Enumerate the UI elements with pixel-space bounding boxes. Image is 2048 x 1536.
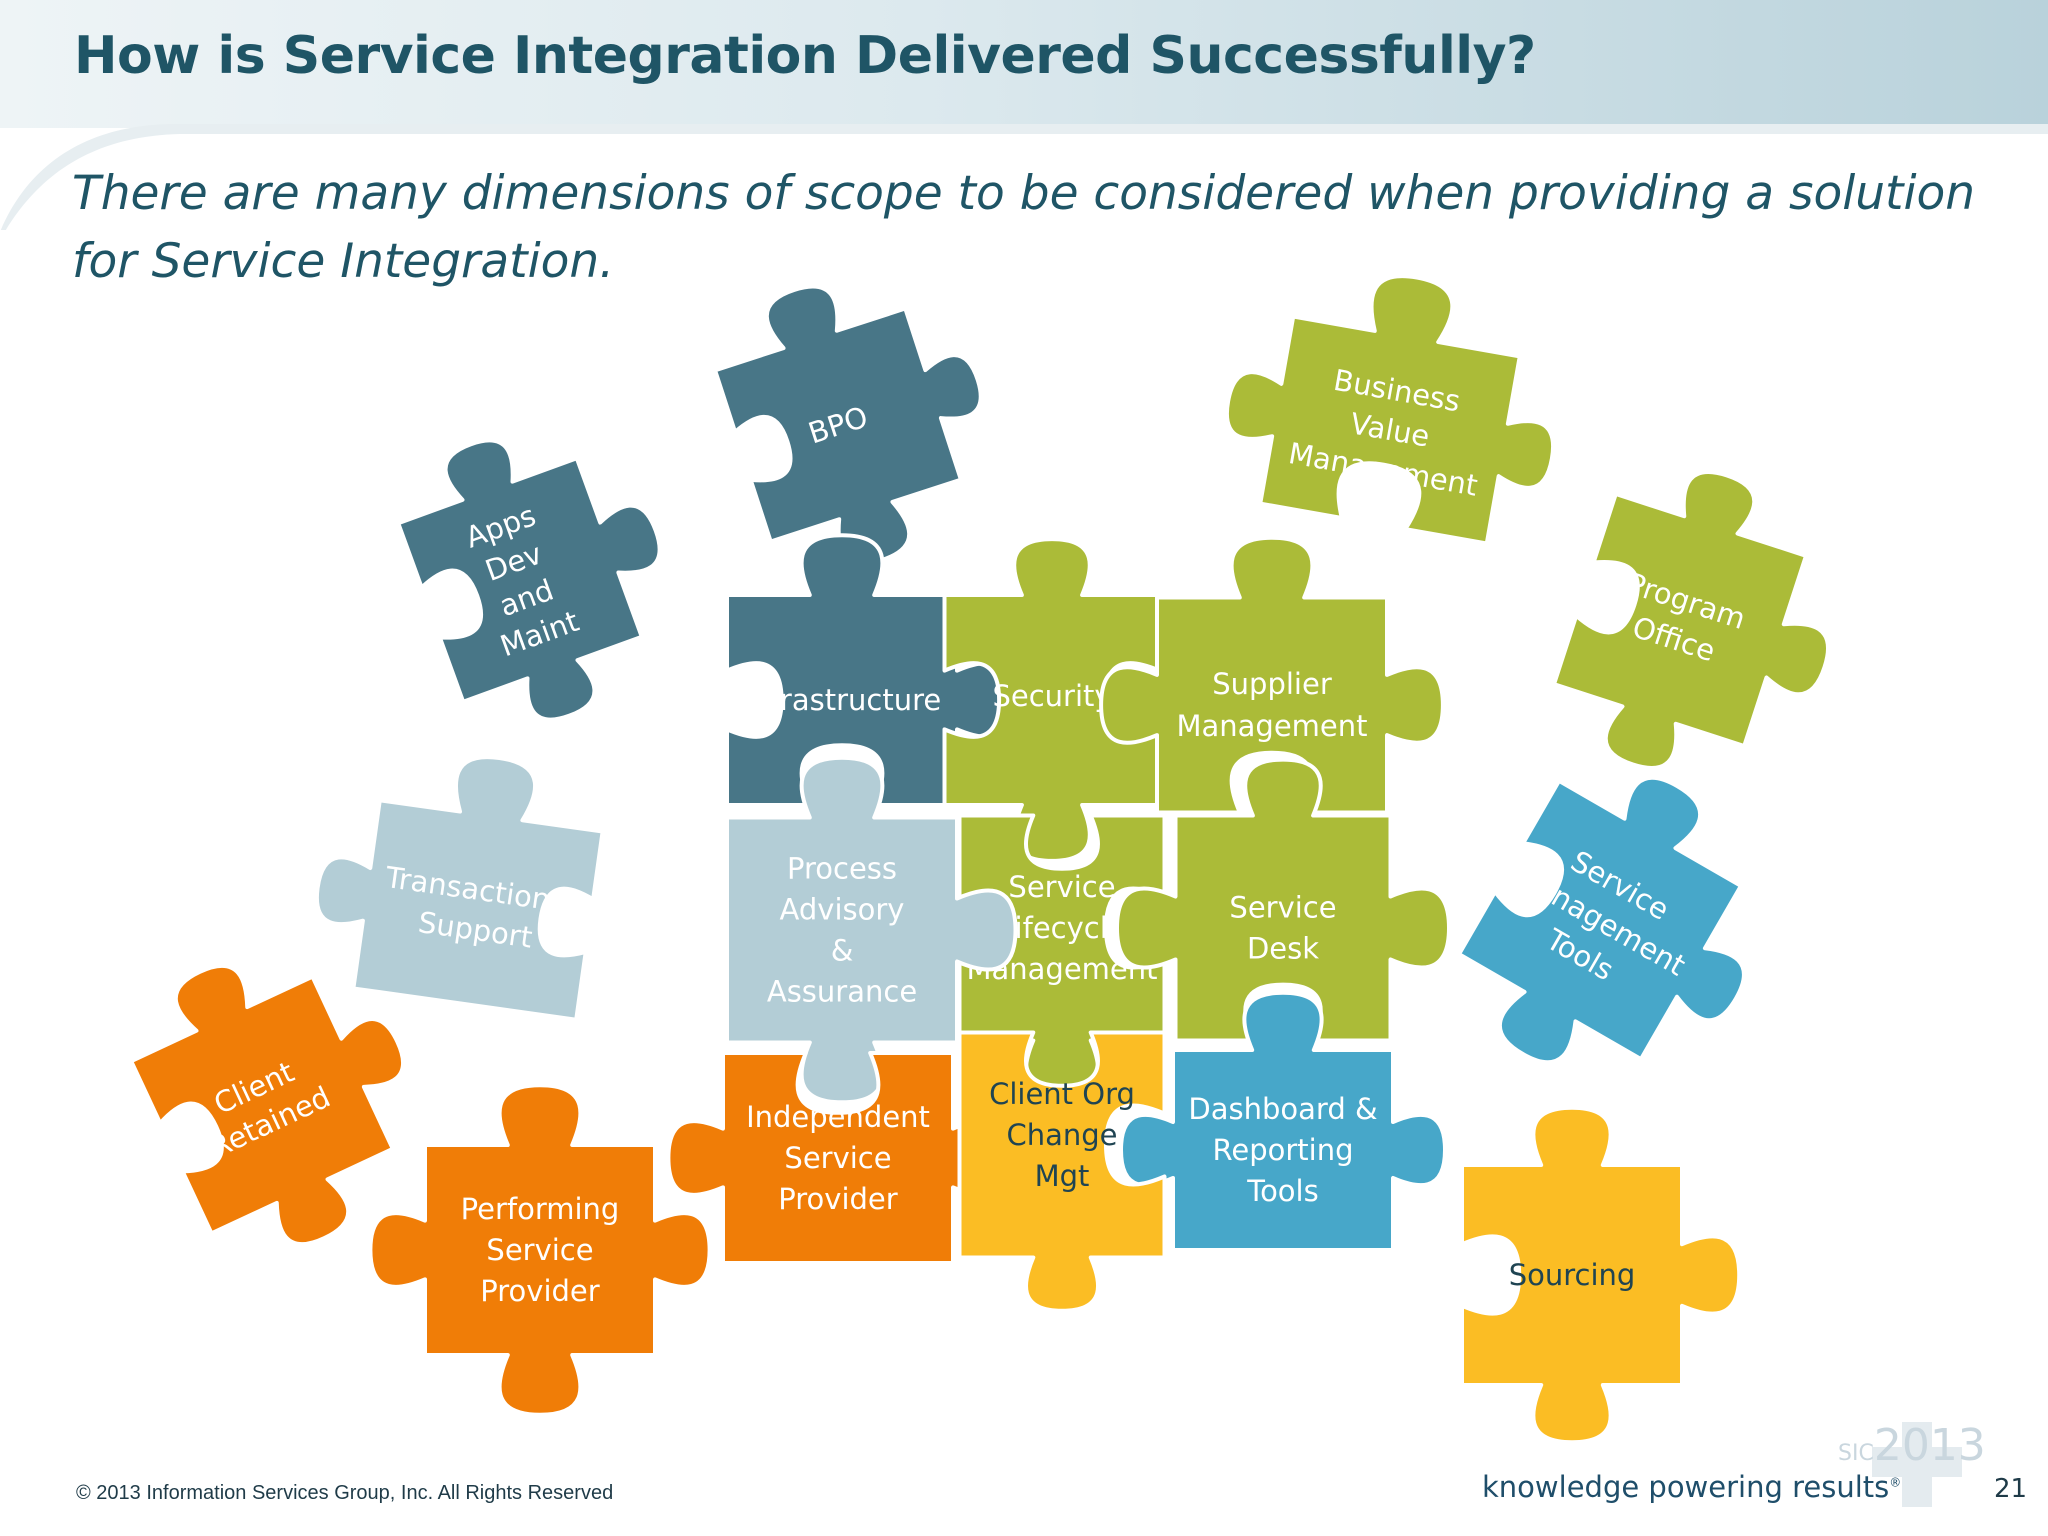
puzzle-label-line: Service — [1229, 891, 1336, 925]
sic-logo-year: 2013 — [1873, 1420, 1986, 1471]
puzzle-shape-client-org-change-mgt — [957, 1030, 1167, 1313]
puzzle-label-line: Lifecycle — [998, 911, 1125, 945]
puzzle-label-line: Independent — [746, 1100, 930, 1134]
puzzle-shape-program-office — [1551, 470, 1830, 770]
puzzle-label-line: Client Org — [989, 1077, 1135, 1111]
puzzle-piece-transactional-support: TransactionalSupport — [314, 755, 605, 1022]
puzzle-shape-service-desk — [1115, 757, 1451, 1043]
puzzle-shape-bpo — [713, 284, 983, 566]
puzzle-piece-service-management-tools: ServiceManagementTools — [1457, 775, 1746, 1065]
slide-title: How is Service Integration Delivered Suc… — [74, 26, 1536, 86]
puzzle-shape-dashboard-reporting-tools — [1119, 990, 1447, 1252]
puzzle-label-line: Process — [787, 852, 897, 886]
puzzle-piece-program-office: ProgramOffice — [1551, 470, 1830, 770]
puzzle-piece-client-retained: ClientRetained — [129, 963, 406, 1247]
puzzle-piece-bpo: BPO — [713, 284, 983, 566]
puzzle-label-security: Security — [992, 679, 1111, 713]
puzzle-label-line: Assurance — [767, 975, 917, 1009]
puzzle-shape-performing-service-provider — [368, 1083, 712, 1417]
footer-tagline: knowledge powering results® — [1482, 1470, 1901, 1504]
header-band — [0, 0, 2048, 128]
puzzle-label-line: Mgt — [1035, 1159, 1090, 1193]
puzzle-shape-process-advisory-assurance — [725, 755, 1018, 1105]
tagline-registered-mark: ® — [1889, 1475, 1902, 1490]
page-number: 21 — [1994, 1474, 2028, 1504]
puzzle-shape-sourcing — [1460, 1105, 1742, 1445]
puzzle-piece-infrastructure: Infrastructure — [725, 533, 1014, 807]
puzzle-label-line: Provider — [778, 1182, 897, 1216]
slide-subtitle: There are many dimensions of scope to be… — [72, 166, 1976, 289]
puzzle-label-line: Desk — [1247, 932, 1319, 966]
sic-logo-text: SIC — [1838, 1441, 1874, 1466]
puzzle-piece-security: Security — [942, 537, 1162, 863]
puzzle-shape-transactional-support — [314, 755, 605, 1022]
puzzle-piece-sourcing: Sourcing — [1460, 1105, 1742, 1445]
puzzle-label-line: Infrastructure — [743, 683, 941, 717]
sic-2013-logo: SIC2013 — [1838, 1420, 1986, 1471]
puzzle-label-line: Dashboard & — [1188, 1092, 1377, 1126]
puzzle-piece-business-value-management: BusinessValueManagement — [1224, 274, 1556, 546]
puzzle-shape-business-value-management — [1224, 274, 1556, 546]
copyright-text: © 2013 Information Services Group, Inc. … — [76, 1482, 614, 1504]
puzzle-shape-supplier-management — [1099, 535, 1445, 815]
puzzle-label-line: Change — [1006, 1118, 1117, 1152]
puzzle-shape-apps-dev-maint — [396, 438, 662, 722]
puzzle-label-line: Service — [784, 1141, 891, 1175]
puzzle-label-line: Service — [1008, 870, 1115, 904]
puzzle-label-line: Supplier — [1212, 667, 1332, 701]
puzzle-label-line: Performing — [461, 1192, 620, 1226]
puzzle-label-line: Advisory — [780, 893, 905, 927]
puzzle-label-infrastructure: Infrastructure — [743, 683, 941, 717]
puzzle-label-line: Sourcing — [1509, 1258, 1636, 1292]
puzzle-label-line: Reporting — [1213, 1133, 1354, 1167]
puzzle-label-sourcing: Sourcing — [1509, 1258, 1636, 1292]
puzzle-label-line: Service — [486, 1233, 593, 1267]
puzzle-label-line: & — [831, 934, 854, 968]
tagline-text: knowledge powering results — [1482, 1470, 1890, 1504]
puzzle-label-line: Tools — [1246, 1174, 1318, 1208]
puzzle-label-line: Security — [992, 679, 1111, 713]
puzzle-label-line: Provider — [480, 1274, 599, 1308]
puzzle-shape-service-management-tools — [1457, 775, 1746, 1065]
puzzle-piece-apps-dev-maint: AppsDevandMaint — [396, 438, 662, 722]
puzzle-label-line: Management — [1176, 709, 1367, 743]
puzzle-shape-client-retained — [129, 963, 406, 1247]
